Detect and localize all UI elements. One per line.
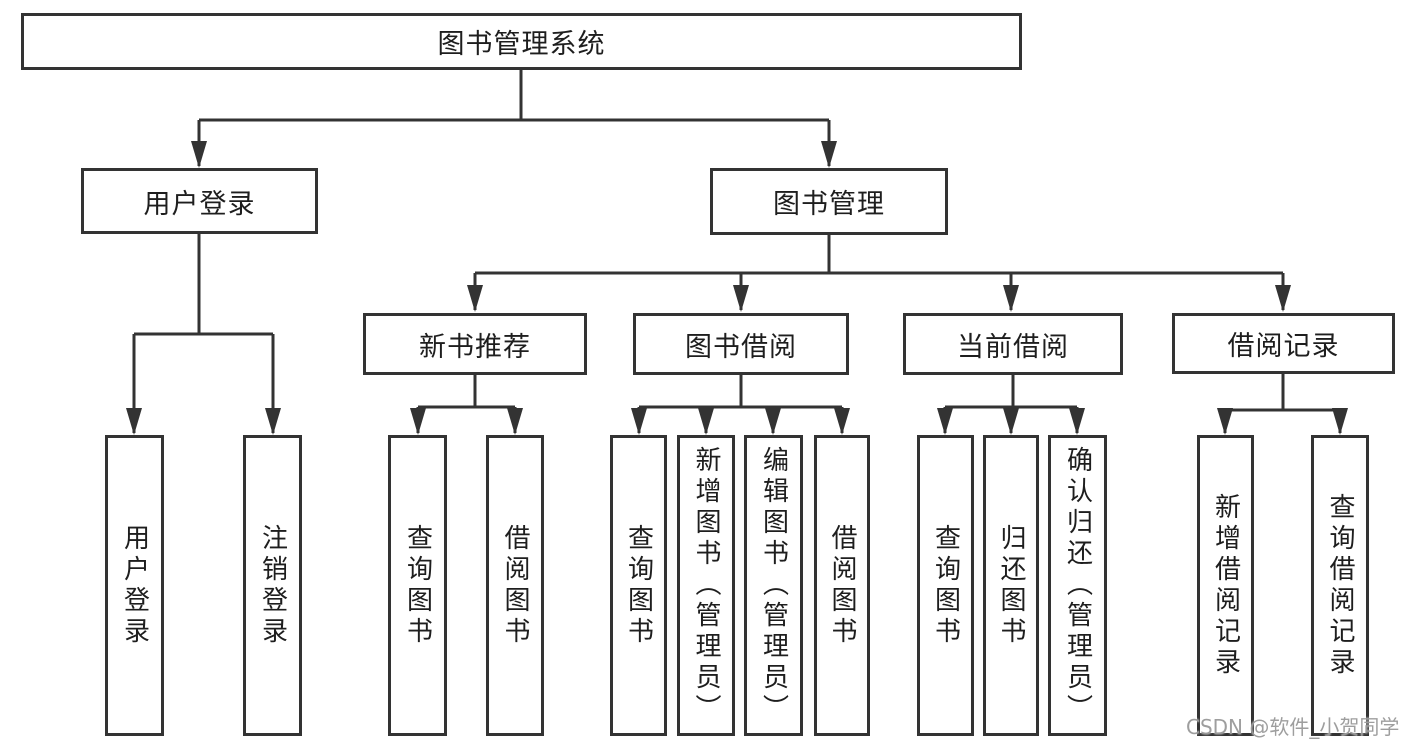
leaf-query-books-recommend: 查询图书 xyxy=(388,435,447,736)
node-book-borrowing: 图书借阅 xyxy=(633,313,849,375)
node-label: 查询图书 xyxy=(930,523,961,648)
node-book-management: 图书管理 xyxy=(710,168,948,235)
node-label: 借阅图书 xyxy=(500,523,530,648)
node-label: 查询图书 xyxy=(623,523,654,648)
node-label: 图书借阅 xyxy=(685,331,797,363)
node-current-borrowing: 当前借阅 xyxy=(903,313,1123,375)
node-label: 借阅图书 xyxy=(827,523,857,648)
node-label: 新书推荐 xyxy=(419,331,531,363)
leaf-logout: 注销登录 xyxy=(243,435,302,736)
leaf-borrow-books-recommend: 借阅图书 xyxy=(486,435,544,736)
leaf-return-book: 归还图书 xyxy=(983,435,1039,736)
leaf-add-borrow-record: 新增借阅记录 xyxy=(1197,435,1254,736)
node-new-book-recommend: 新书推荐 xyxy=(363,313,587,375)
node-label: 查询借阅记录 xyxy=(1325,492,1355,679)
leaf-user-login: 用户登录 xyxy=(105,435,164,736)
node-label: 新增图书（管理员） xyxy=(691,446,721,725)
node-label: 图书管理系统 xyxy=(437,29,606,60)
leaf-edit-book-admin: 编辑图书（管理员） xyxy=(744,435,803,736)
node-label: 确认归还（管理员） xyxy=(1062,446,1093,725)
node-user-login: 用户登录 xyxy=(81,168,318,234)
arrowhead-icons xyxy=(126,141,1348,435)
node-library-management-system: 图书管理系统 xyxy=(21,13,1022,70)
node-label: 用户登录 xyxy=(143,188,256,220)
node-label: 新增借阅记录 xyxy=(1210,492,1241,679)
leaf-add-book-admin: 新增图书（管理员） xyxy=(677,435,735,736)
node-label: 归还图书 xyxy=(996,523,1026,648)
node-label: 查询图书 xyxy=(402,523,433,648)
leaf-borrow-books: 借阅图书 xyxy=(814,435,870,736)
node-label: 注销登录 xyxy=(257,523,288,648)
node-label: 编辑图书（管理员） xyxy=(758,446,789,725)
node-label: 当前借阅 xyxy=(957,331,1069,363)
node-label: 用户登录 xyxy=(119,523,150,648)
leaf-query-books-current: 查询图书 xyxy=(917,435,974,736)
csdn-watermark: CSDN @软件_小贺同学 xyxy=(1186,715,1400,739)
leaf-query-borrow-record: 查询借阅记录 xyxy=(1311,435,1369,736)
leaf-query-books-borrowing: 查询图书 xyxy=(610,435,667,736)
node-label: 借阅记录 xyxy=(1227,331,1340,362)
node-label: 图书管理 xyxy=(773,189,885,220)
leaf-confirm-return-admin: 确认归还（管理员） xyxy=(1048,435,1107,736)
node-borrowing-records: 借阅记录 xyxy=(1172,313,1395,374)
